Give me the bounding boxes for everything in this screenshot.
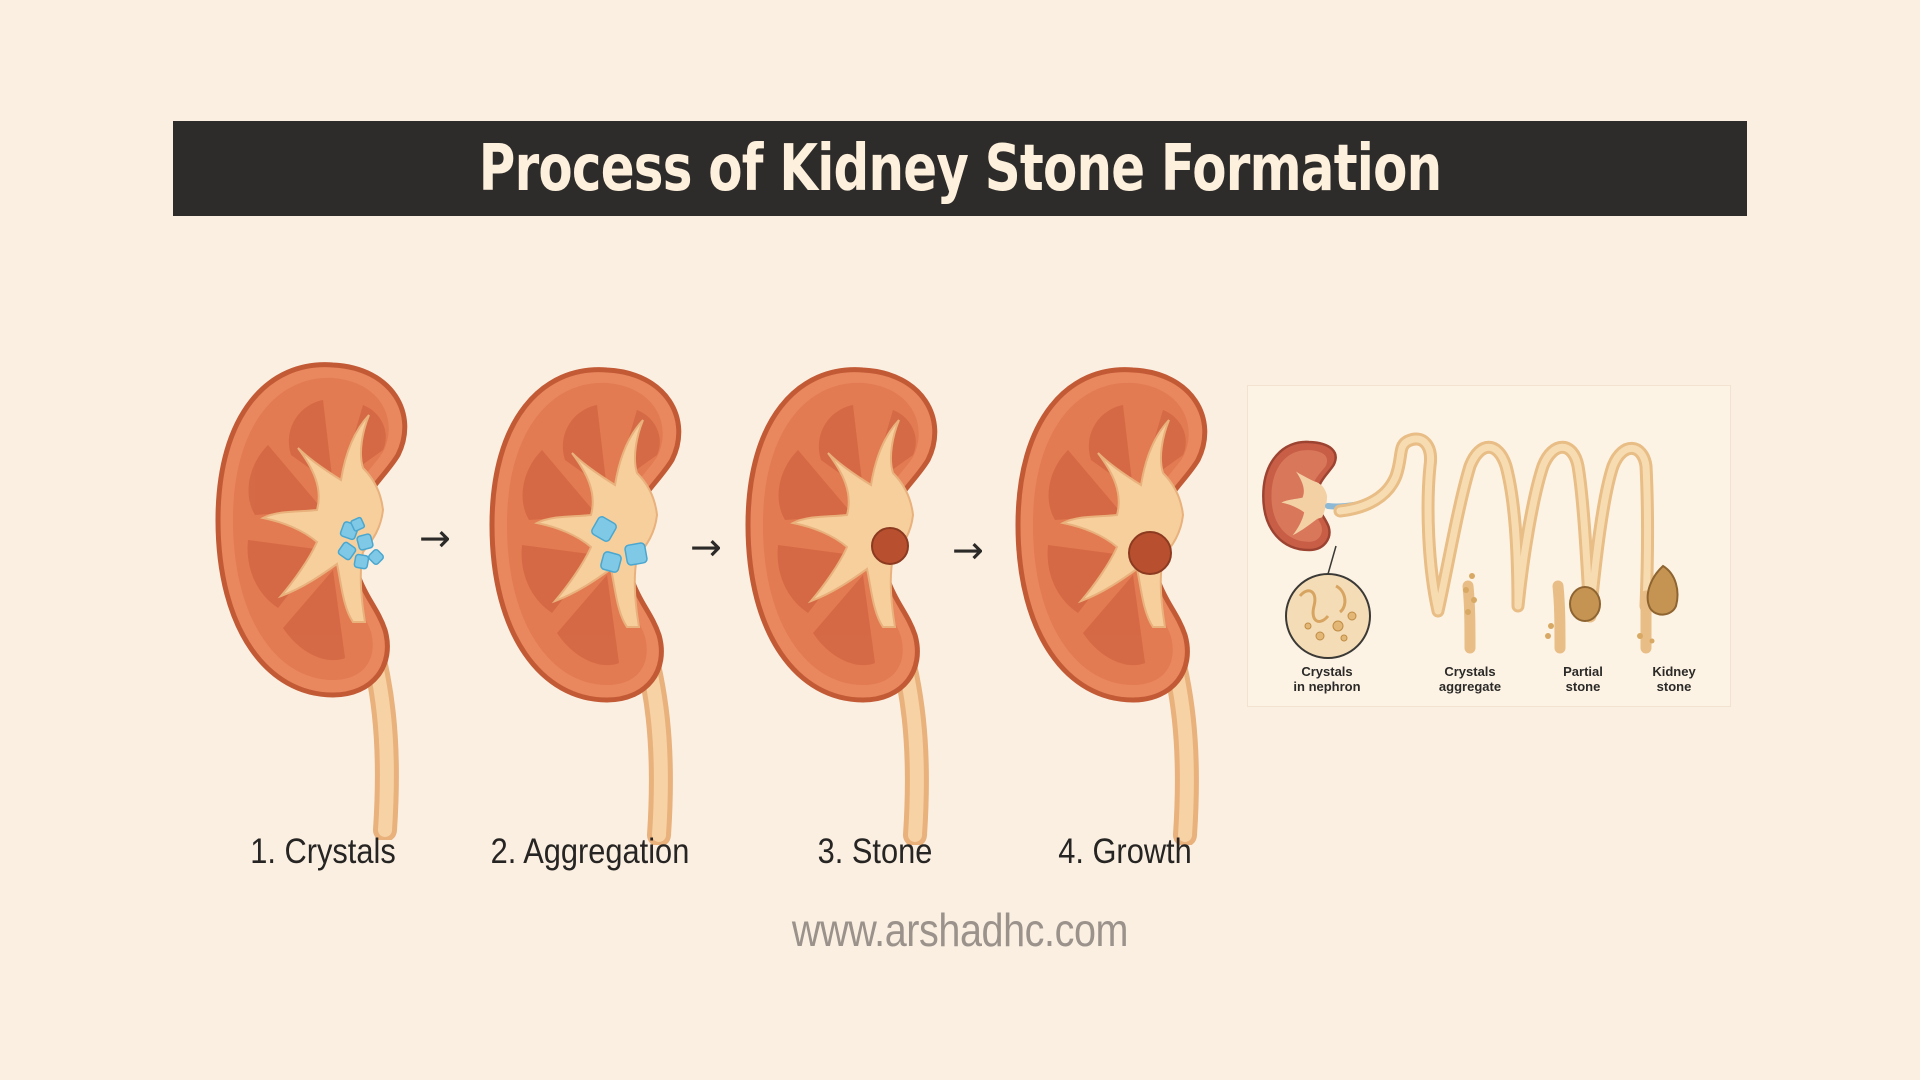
- arrow-1: →: [419, 516, 451, 560]
- step-label-crystals: 1. Crystals: [250, 832, 396, 871]
- arrow-3: →: [952, 528, 984, 572]
- footer-website-url: www.arshadhc.com: [791, 904, 1129, 956]
- kidney-stone: [1646, 564, 1679, 616]
- partial-stone: [1569, 586, 1601, 622]
- stone-stage-3: [871, 527, 909, 565]
- stone-stage-4: [1128, 531, 1172, 575]
- kidney-stage-2: [492, 370, 679, 835]
- step-label-stone: 3. Stone: [817, 832, 933, 871]
- kidney-stage-3: [748, 370, 935, 835]
- inset-kidney: [1261, 440, 1337, 552]
- kidney-stage-4: [1018, 370, 1205, 835]
- step-label-aggregation: 2. Aggregation: [490, 832, 690, 871]
- crystals-stage-2: [591, 516, 648, 573]
- nephron-inset-diagram: [1261, 432, 1679, 659]
- step-label-growth: 4. Growth: [1058, 832, 1192, 871]
- step-arrows: → → →: [419, 516, 984, 572]
- page-title: Process of Kidney Stone Formation: [478, 131, 1442, 206]
- kidney-stage-1: [218, 365, 405, 830]
- crystals-stage-1: [337, 516, 384, 570]
- arrow-2: →: [690, 525, 722, 569]
- title-bar: Process of Kidney Stone Formation: [173, 121, 1747, 216]
